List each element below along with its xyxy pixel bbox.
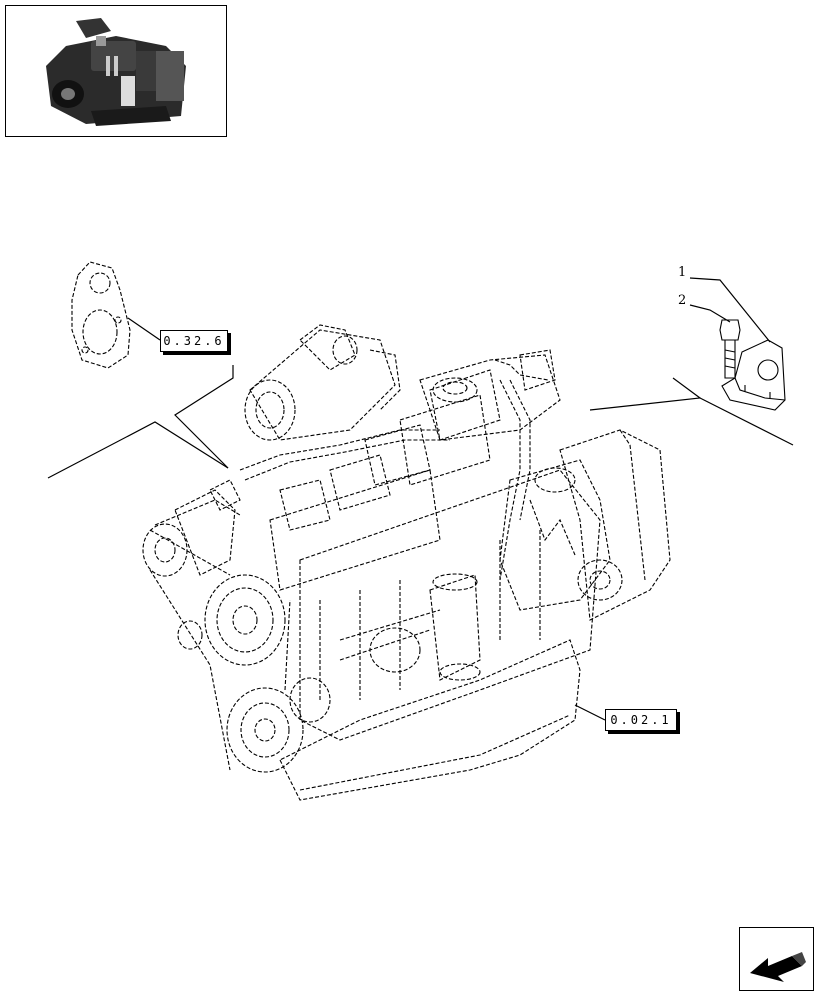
engine-thumbnail [5,5,227,137]
callout-1: 1 [678,265,687,280]
bolt-part [719,319,741,379]
reference-label-lower[interactable]: 0.02.1 [605,709,680,734]
next-page-button[interactable] [739,927,814,991]
callout-2: 2 [678,293,687,308]
leader-lines [47,277,794,721]
engine-outline [142,324,671,801]
bracket-part [721,339,786,411]
gasket-part [71,261,131,369]
engine-thumbnail-icon [46,18,186,126]
reference-label-upper[interactable]: 0.32.6 [160,330,231,355]
next-page-arrow-icon [750,952,806,982]
